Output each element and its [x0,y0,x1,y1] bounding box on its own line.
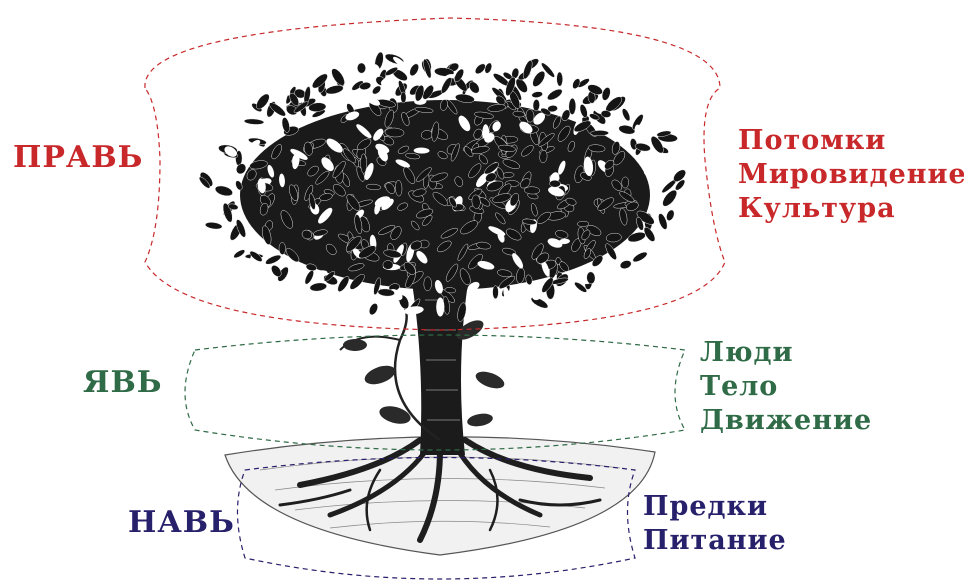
yav-item-3: Движение [700,404,872,438]
yav-title: ЯВЬ [83,365,163,400]
yav-list: Люди Тело Движение [700,336,872,438]
tree-canopy [198,51,688,322]
prav-title: ПРАВЬ [13,140,143,175]
yav-item-2: Тело [700,370,872,404]
prav-item-3: Культура [738,192,964,226]
nav-title: НАВЬ [128,505,235,540]
nav-item-1: Предки [643,490,787,524]
nav-list: Предки Питание [643,490,787,558]
nav-item-2: Питание [643,524,787,558]
prav-list: Потомки Мировидение Культура [738,124,964,226]
yav-item-1: Люди [700,336,872,370]
prav-item-1: Потомки [738,124,964,158]
prav-item-2: Мировидение [738,158,964,192]
